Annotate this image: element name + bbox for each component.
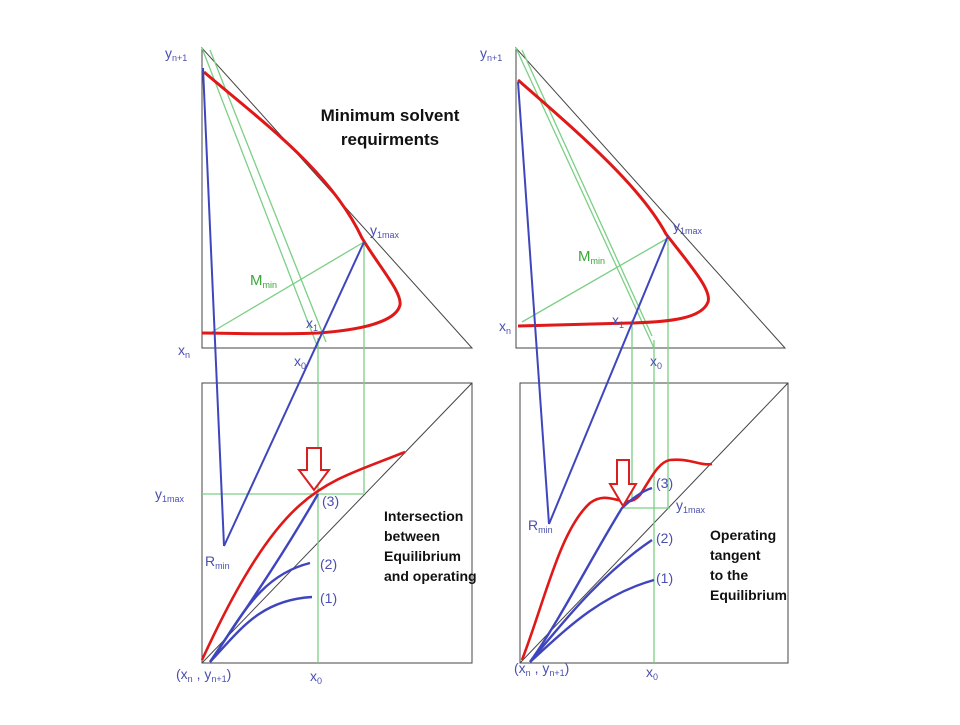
left-ternary-equilibrium-curve bbox=[201, 70, 402, 336]
left-note: Intersection between Equilibrium and ope… bbox=[384, 506, 477, 586]
left-label-origin: (xn , yn+1) bbox=[176, 666, 232, 684]
left-label-mmin: Mmin bbox=[250, 272, 278, 290]
left-note-line-3: Equilibrium bbox=[384, 548, 461, 564]
right-ternary-triangle bbox=[515, 46, 787, 349]
left-arrow bbox=[297, 447, 331, 492]
right-arrow bbox=[608, 459, 638, 508]
left-xy-operating-lines bbox=[209, 493, 320, 663]
right-label-rmin: Rmin bbox=[528, 517, 553, 535]
right-note: Operating tangent to the Equilibrium bbox=[710, 525, 787, 605]
left-xy-equilibrium-curve bbox=[200, 450, 406, 661]
right-label-x0-axis: x0 bbox=[646, 664, 659, 682]
right-label-x1: x1 bbox=[612, 312, 625, 330]
right-note-line-4: Equilibrium bbox=[710, 587, 787, 603]
right-label-origin: (xn , yn+1) bbox=[514, 660, 570, 678]
left-label-y1max: y1max bbox=[370, 222, 400, 240]
left-construction-lines bbox=[201, 47, 365, 663]
left-diagram bbox=[200, 46, 474, 664]
left-label-rmin: Rmin bbox=[205, 553, 230, 571]
right-label-curve-1: (1) bbox=[656, 570, 674, 586]
right-label-x0: x0 bbox=[650, 353, 663, 371]
right-label-yn1: yn+1 bbox=[480, 45, 503, 63]
right-note-line-3: to the bbox=[710, 567, 749, 583]
left-note-line-1: Intersection bbox=[384, 508, 464, 524]
right-xy-equilibrium-curve bbox=[520, 458, 713, 661]
right-construction-lines bbox=[515, 47, 670, 663]
left-label-x1: x1 bbox=[306, 315, 319, 333]
left-label-x0: x0 bbox=[294, 353, 307, 371]
left-label-curve-2: (2) bbox=[320, 556, 338, 572]
left-xy-diagonal bbox=[201, 382, 473, 664]
left-label-xn: xn bbox=[178, 342, 191, 360]
right-label-curve-3: (3) bbox=[656, 475, 674, 491]
diagram-title: Minimum solvent requirments bbox=[300, 104, 480, 152]
left-note-line-2: between bbox=[384, 528, 441, 544]
left-note-line-4: and operating bbox=[384, 568, 477, 584]
right-label-y1max: y1max bbox=[673, 218, 703, 236]
left-label-x0-axis: x0 bbox=[310, 668, 323, 686]
right-label-xn: xn bbox=[499, 318, 512, 336]
right-ternary-equilibrium-curve bbox=[517, 78, 710, 328]
right-diagram bbox=[515, 46, 789, 664]
right-xy-operating-lines bbox=[529, 486, 655, 663]
title-line-2: requirments bbox=[340, 130, 440, 149]
left-label-curve-3: (3) bbox=[322, 493, 340, 509]
title-line-1: Minimum solvent bbox=[320, 106, 460, 125]
right-label-y1max-axis: y1max bbox=[676, 497, 706, 515]
left-operating-lines bbox=[202, 67, 365, 547]
right-label-curve-2: (2) bbox=[656, 530, 674, 546]
left-label-curve-1: (1) bbox=[320, 590, 338, 606]
left-label-y1max-axis: y1max bbox=[155, 486, 185, 504]
right-note-line-2: tangent bbox=[710, 547, 761, 563]
right-label-mmin: Mmin bbox=[578, 248, 606, 266]
right-note-line-1: Operating bbox=[710, 527, 777, 543]
left-xy-box bbox=[201, 382, 473, 664]
left-label-yn1: yn+1 bbox=[165, 45, 188, 63]
right-operating-lines bbox=[517, 81, 669, 525]
